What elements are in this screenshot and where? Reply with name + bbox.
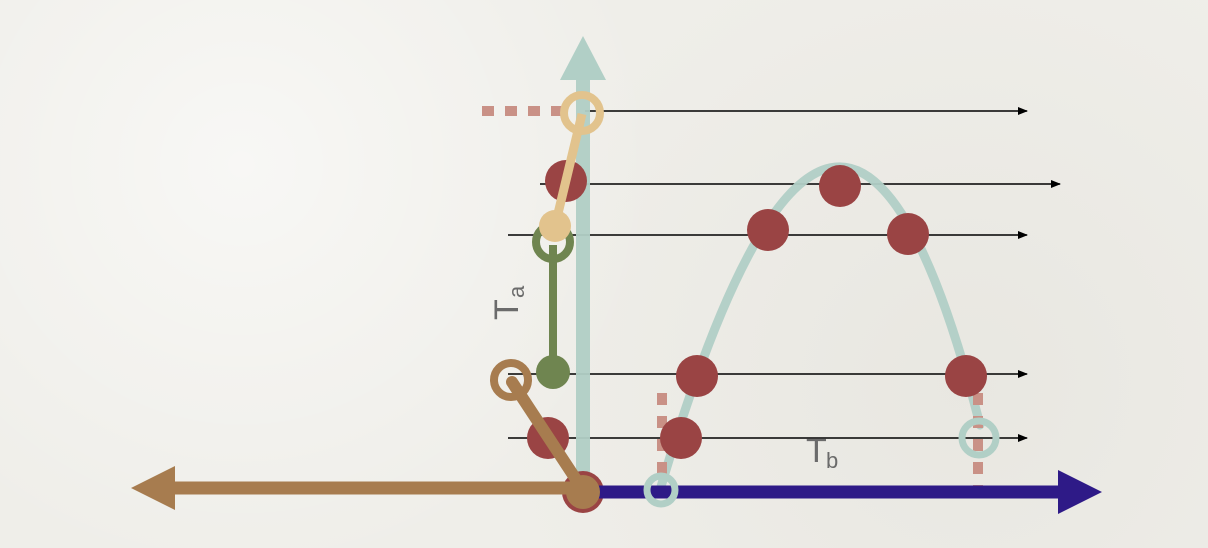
dot-upper-right xyxy=(887,213,929,255)
right-arrow-arrowhead xyxy=(1058,470,1102,514)
label-ta-sub: a xyxy=(504,285,529,298)
label-ta: T a xyxy=(488,285,529,320)
tan-link-top-ring xyxy=(560,91,604,135)
brown-link-bottom-dot xyxy=(566,475,600,509)
left-arrow-arrowhead xyxy=(131,466,175,510)
dot-upper-left xyxy=(747,209,789,251)
dot-low-left xyxy=(660,417,702,459)
parabola-dots xyxy=(660,165,987,459)
label-tb-sub: b xyxy=(826,448,838,473)
dot-mid-left xyxy=(676,355,718,397)
label-ta-main: T xyxy=(488,299,526,320)
label-tb: T b xyxy=(806,432,838,473)
dashed-lines xyxy=(482,106,983,490)
label-tb-main: T xyxy=(806,432,827,470)
vertical-axis xyxy=(560,36,606,490)
teal-ring-right xyxy=(958,417,1000,459)
green-link xyxy=(532,221,574,389)
green-link-bottom-dot xyxy=(536,355,570,389)
brown-link-top-ring xyxy=(490,359,532,401)
left-arrow xyxy=(131,466,583,510)
vertical-axis-arrowhead xyxy=(560,36,606,80)
dot-peak xyxy=(819,165,861,207)
dot-mid-right xyxy=(945,355,987,397)
tan-link-bottom-dot xyxy=(539,210,571,242)
teal-ring-left xyxy=(643,472,679,508)
brown-link xyxy=(490,359,600,509)
right-arrow xyxy=(583,470,1102,514)
tan-link xyxy=(539,91,604,242)
hollow-teal-rings xyxy=(643,417,1000,508)
